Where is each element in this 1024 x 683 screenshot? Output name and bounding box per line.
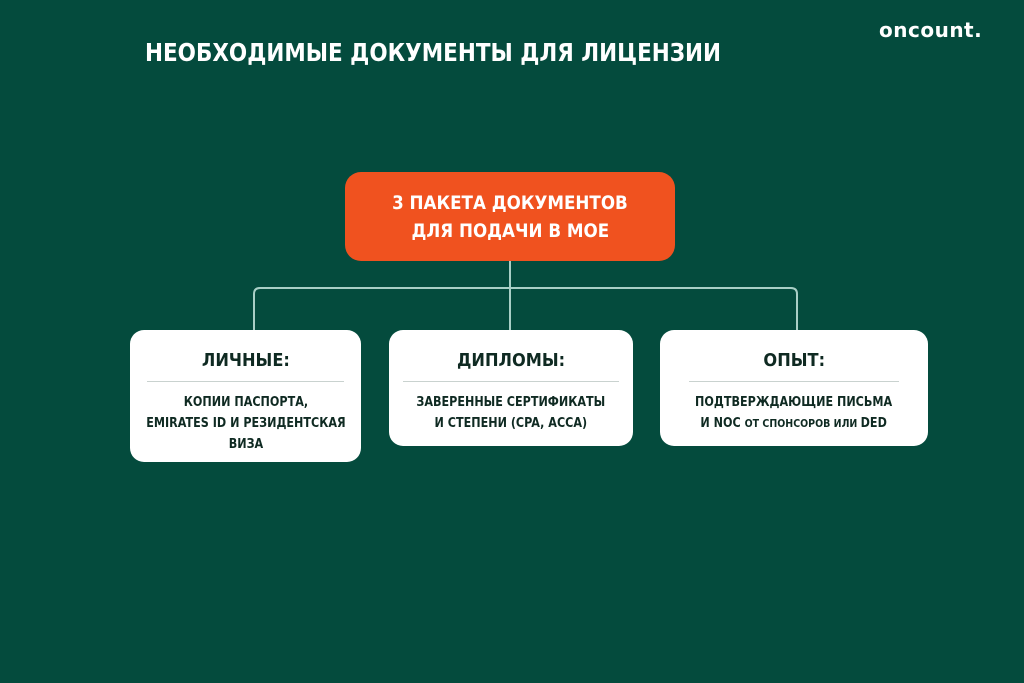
brand-logo: oncount. [879, 18, 983, 42]
ded-text: DED [861, 416, 888, 431]
description-line: КОПИИ ПАСПОРТА, [183, 395, 308, 410]
description-line: ВИЗА [228, 437, 263, 452]
branch-card-experience: ОПЫТ: ПОДТВЕРЖДАЮЩИЕ ПИСЬМА И NOC ОТ СПО… [660, 330, 928, 446]
description-line: И NOC ОТ СПОНСОРОВ ИЛИ DED [695, 413, 892, 434]
noc-text: И NOC [700, 416, 745, 431]
branch-heading: ОПЫТ: [763, 350, 825, 371]
sponsors-text: ОТ СПОНСОРОВ ИЛИ [744, 417, 862, 430]
branch-heading: ЛИЧНЫЕ: [201, 350, 290, 371]
branch-card-personal: ЛИЧНЫЕ: КОПИИ ПАСПОРТА, EMIRATES ID И РЕ… [130, 330, 361, 462]
root-node-line-1: 3 ПАКЕТА ДОКУМЕНТОВ [392, 191, 628, 214]
branch-heading: ДИПЛОМЫ: [456, 350, 566, 371]
description-line: ЗАВЕРЕННЫЕ СЕРТИФИКАТЫ [416, 395, 606, 410]
branch-description: ПОДТВЕРЖДАЮЩИЕ ПИСЬМА И NOC ОТ СПОНСОРОВ… [695, 392, 892, 434]
divider [147, 381, 344, 382]
divider [689, 381, 899, 382]
branch-description: КОПИИ ПАСПОРТА, EMIRATES ID И РЕЗИДЕНТСК… [146, 392, 345, 455]
description-line: EMIRATES ID И РЕЗИДЕНТСКАЯ [145, 416, 346, 431]
divider [403, 381, 619, 382]
branch-card-diplomas: ДИПЛОМЫ: ЗАВЕРЕННЫЕ СЕРТИФИКАТЫ И СТЕПЕН… [389, 330, 633, 446]
root-node-document-packages: 3 ПАКЕТА ДОКУМЕНТОВ ДЛЯ ПОДАЧИ В МОЕ [345, 172, 675, 261]
description-line: И СТЕПЕНИ (CPA, ACCA) [434, 416, 588, 431]
description-line: ПОДТВЕРЖДАЮЩИЕ ПИСЬМА [695, 395, 893, 410]
root-node-line-2: ДЛЯ ПОДАЧИ В МОЕ [411, 219, 609, 242]
branch-description: ЗАВЕРЕННЫЕ СЕРТИФИКАТЫ И СТЕПЕНИ (CPA, A… [417, 392, 606, 434]
page-title: НЕОБХОДИМЫЕ ДОКУМЕНТЫ ДЛЯ ЛИЦЕНЗИИ [145, 38, 722, 67]
